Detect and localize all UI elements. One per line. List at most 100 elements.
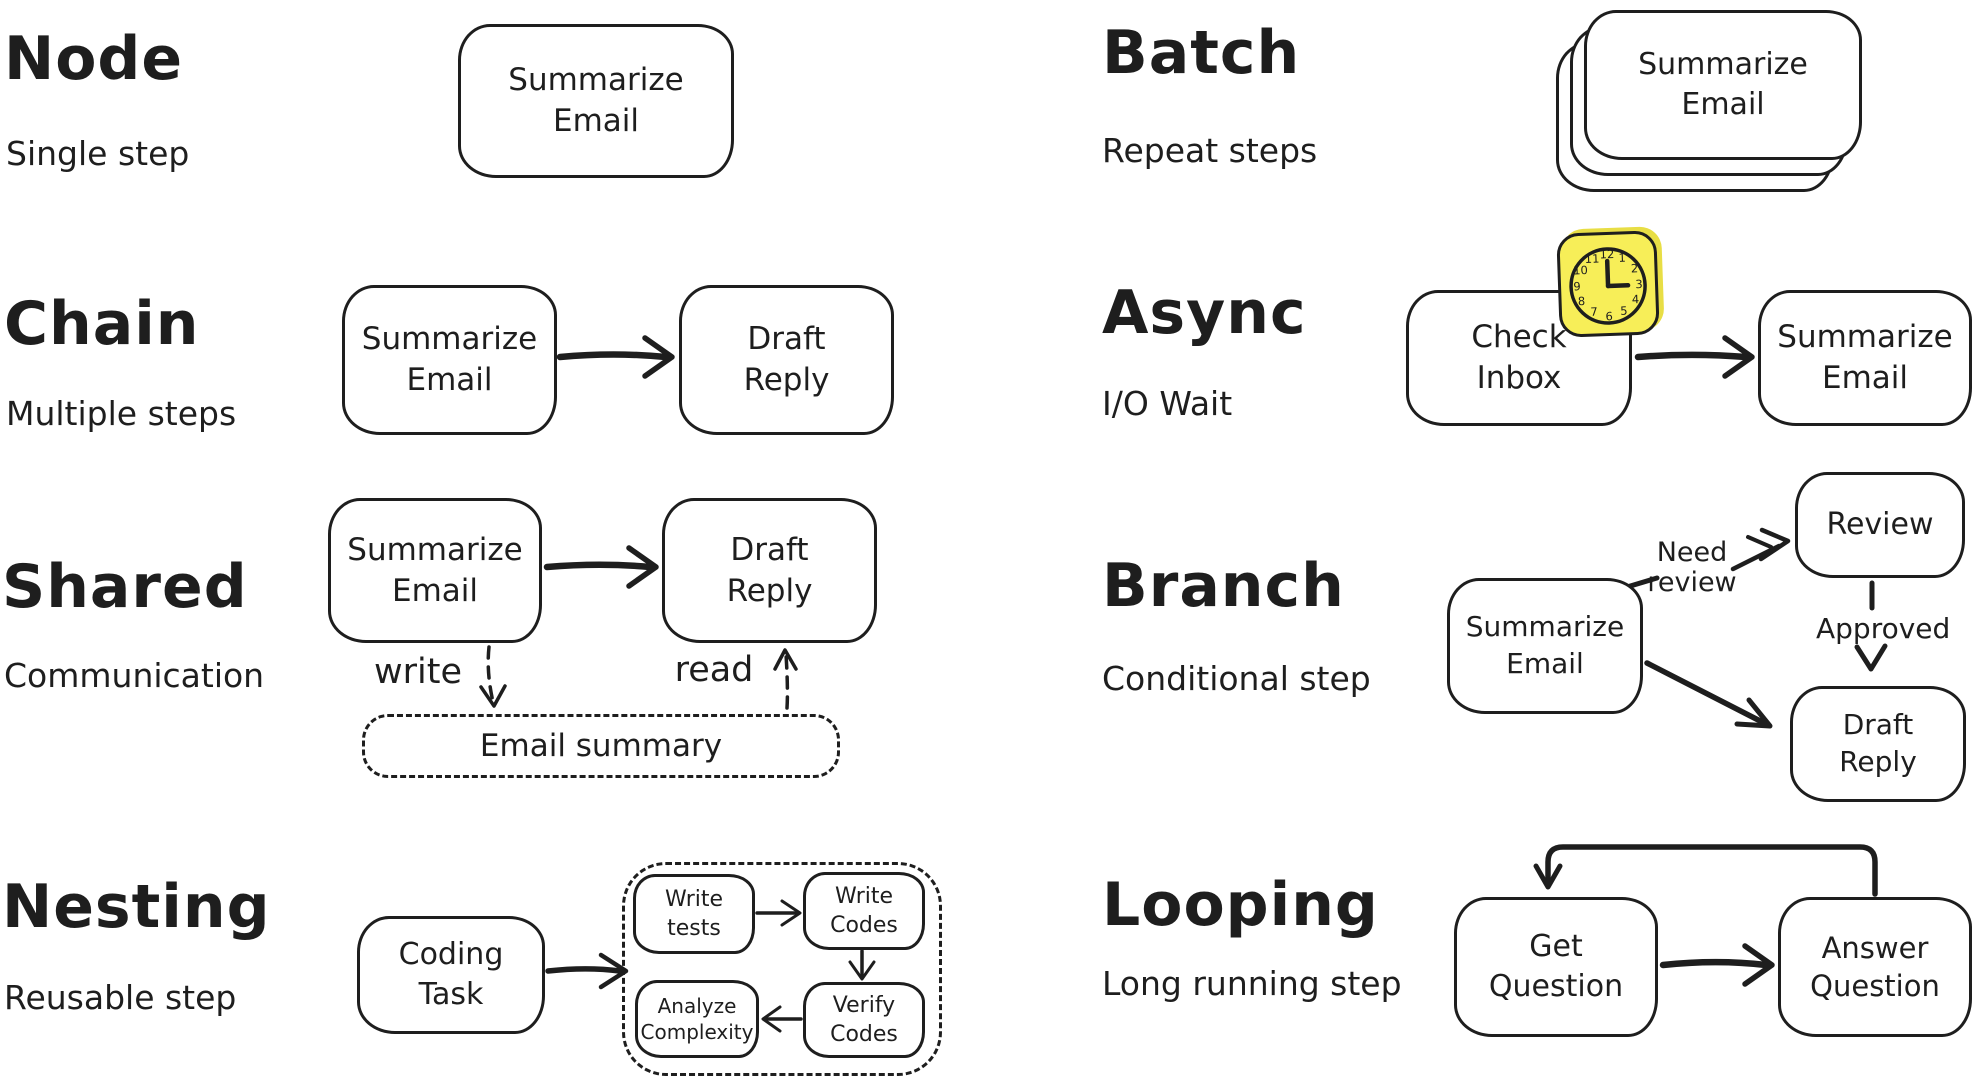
section-subtitle-nesting: Reusable step	[4, 978, 237, 1017]
looping-box-answer-question[interactable]: Answer Question	[1778, 897, 1972, 1037]
section-subtitle-async: I/O Wait	[1102, 384, 1233, 423]
box-label: Reply	[726, 572, 813, 609]
edge-label-line: review	[1647, 567, 1737, 598]
box-label: tests	[667, 916, 721, 941]
section-title-async: Async	[1102, 278, 1307, 348]
loop-back-arrow	[1533, 844, 1878, 897]
chain-box-draft-reply[interactable]: Draft Reply	[679, 285, 894, 435]
section-subtitle-shared: Communication	[4, 656, 265, 695]
branch-direct-arrow	[1644, 660, 1773, 729]
async-arrow	[1634, 335, 1755, 379]
box-label: Summarize	[1777, 319, 1953, 356]
clock-number: 10	[1572, 262, 1589, 278]
edge-label-approved: Approved	[1816, 612, 1951, 645]
shared-box-summarize-email[interactable]: Summarize Email	[328, 498, 542, 643]
edge-label-need-review: Need review	[1642, 538, 1742, 598]
chain-box-summarize-email[interactable]: Summarize Email	[342, 285, 557, 435]
nest-box-verify-codes[interactable]: Verify Codes	[803, 982, 925, 1058]
box-label: Reply	[1839, 745, 1917, 778]
box-label: Summarize	[1638, 47, 1808, 83]
clock-number: 4	[1631, 292, 1640, 307]
box-label: Write	[664, 886, 724, 912]
branch-box-draft-reply[interactable]: Draft Reply	[1790, 686, 1966, 802]
looping-arrow	[1659, 943, 1775, 987]
clock-number: 3	[1635, 277, 1643, 292]
clock-number: 8	[1577, 294, 1586, 309]
clock-face	[1569, 247, 1647, 325]
clock-number: 9	[1573, 279, 1581, 294]
shared-read-arrow	[773, 648, 798, 710]
box-label: Email	[391, 572, 478, 609]
shared-arrow	[543, 545, 659, 589]
shared-box-draft-reply[interactable]: Draft Reply	[662, 498, 877, 643]
section-subtitle-chain: Multiple steps	[6, 394, 237, 433]
box-label: Complexity	[640, 1020, 754, 1044]
nest-verify-to-analyze-arrow	[761, 1005, 803, 1033]
looping-box-get-question[interactable]: Get Question	[1454, 897, 1658, 1037]
nest-tests-to-codes-arrow	[755, 899, 802, 927]
section-subtitle-branch: Conditional step	[1102, 659, 1371, 698]
section-title-nesting: Nesting	[2, 872, 271, 942]
section-subtitle-looping: Long running step	[1102, 964, 1402, 1003]
nest-box-write-codes[interactable]: Write Codes	[803, 872, 925, 950]
box-label: Verify	[832, 992, 896, 1018]
clock-number: 1	[1618, 250, 1626, 265]
box-label: Codes	[830, 1022, 898, 1047]
batch-card-front-summarize-email[interactable]: Summarize Email	[1584, 10, 1862, 160]
box-label: Summarize	[361, 321, 538, 358]
section-title-node: Node	[4, 24, 184, 94]
shared-write-arrow	[479, 645, 507, 708]
box-label: Answer	[1821, 930, 1929, 965]
box-label: Question	[1488, 969, 1624, 1004]
section-title-looping: Looping	[1102, 870, 1379, 940]
branch-box-review[interactable]: Review	[1795, 472, 1965, 578]
box-label: Reply	[743, 362, 830, 398]
box-label: Summarize	[347, 531, 523, 568]
box-label: Draft	[747, 321, 826, 358]
clock-number: 2	[1630, 261, 1639, 276]
box-label: Review	[1826, 507, 1934, 543]
section-title-branch: Branch	[1102, 551, 1345, 621]
box-label: Task	[418, 977, 484, 1012]
box-label: Email	[552, 103, 639, 139]
shared-store-email-summary[interactable]: Email summary	[362, 714, 840, 778]
clock-icon[interactable]: 12 1 2 3 4 5 6 7 8 9 10 11	[1556, 230, 1660, 338]
chain-arrow	[556, 335, 675, 379]
box-label: Inbox	[1476, 360, 1562, 396]
clock-number: 5	[1620, 303, 1628, 318]
box-label: Codes	[830, 913, 898, 938]
clock-number: 12	[1599, 247, 1615, 262]
section-subtitle-node: Single step	[6, 134, 190, 173]
box-label: Draft	[730, 531, 809, 568]
async-box-summarize-email[interactable]: Summarize Email	[1758, 290, 1972, 426]
section-title-shared: Shared	[2, 552, 248, 622]
nest-box-write-tests[interactable]: Write tests	[633, 874, 755, 954]
branch-box-summarize-email[interactable]: Summarize Email	[1447, 578, 1643, 714]
box-label: Analyze	[657, 993, 737, 1018]
section-subtitle-batch: Repeat steps	[1102, 131, 1318, 170]
box-label: Draft	[1842, 708, 1914, 742]
clock-number: 7	[1590, 304, 1598, 319]
nesting-box-coding-task[interactable]: Coding Task	[357, 916, 545, 1034]
edge-label-line: Need	[1656, 537, 1728, 568]
branch-approved-arrow	[1854, 580, 1888, 672]
section-title-batch: Batch	[1102, 18, 1301, 88]
box-label: Check	[1471, 319, 1567, 356]
edge-label-write: write	[374, 652, 462, 692]
box-label: Email summary	[479, 727, 723, 764]
box-label: Write	[834, 883, 894, 909]
box-label: Email	[1506, 647, 1584, 680]
branch-need-review-arrow	[1624, 527, 1791, 590]
box-label: Get	[1529, 929, 1583, 965]
node-box-summarize-email[interactable]: Summarize Email	[458, 24, 734, 178]
nest-box-analyze-complexity[interactable]: Analyze Complexity	[635, 980, 759, 1058]
clock-number: 11	[1584, 251, 1600, 267]
nesting-arrow	[545, 952, 629, 990]
section-title-chain: Chain	[4, 289, 200, 359]
box-label: Email	[406, 362, 493, 398]
box-label: Coding	[398, 937, 504, 973]
box-label: Summarize	[1465, 610, 1625, 644]
nested-flow-container[interactable]	[622, 862, 942, 1076]
